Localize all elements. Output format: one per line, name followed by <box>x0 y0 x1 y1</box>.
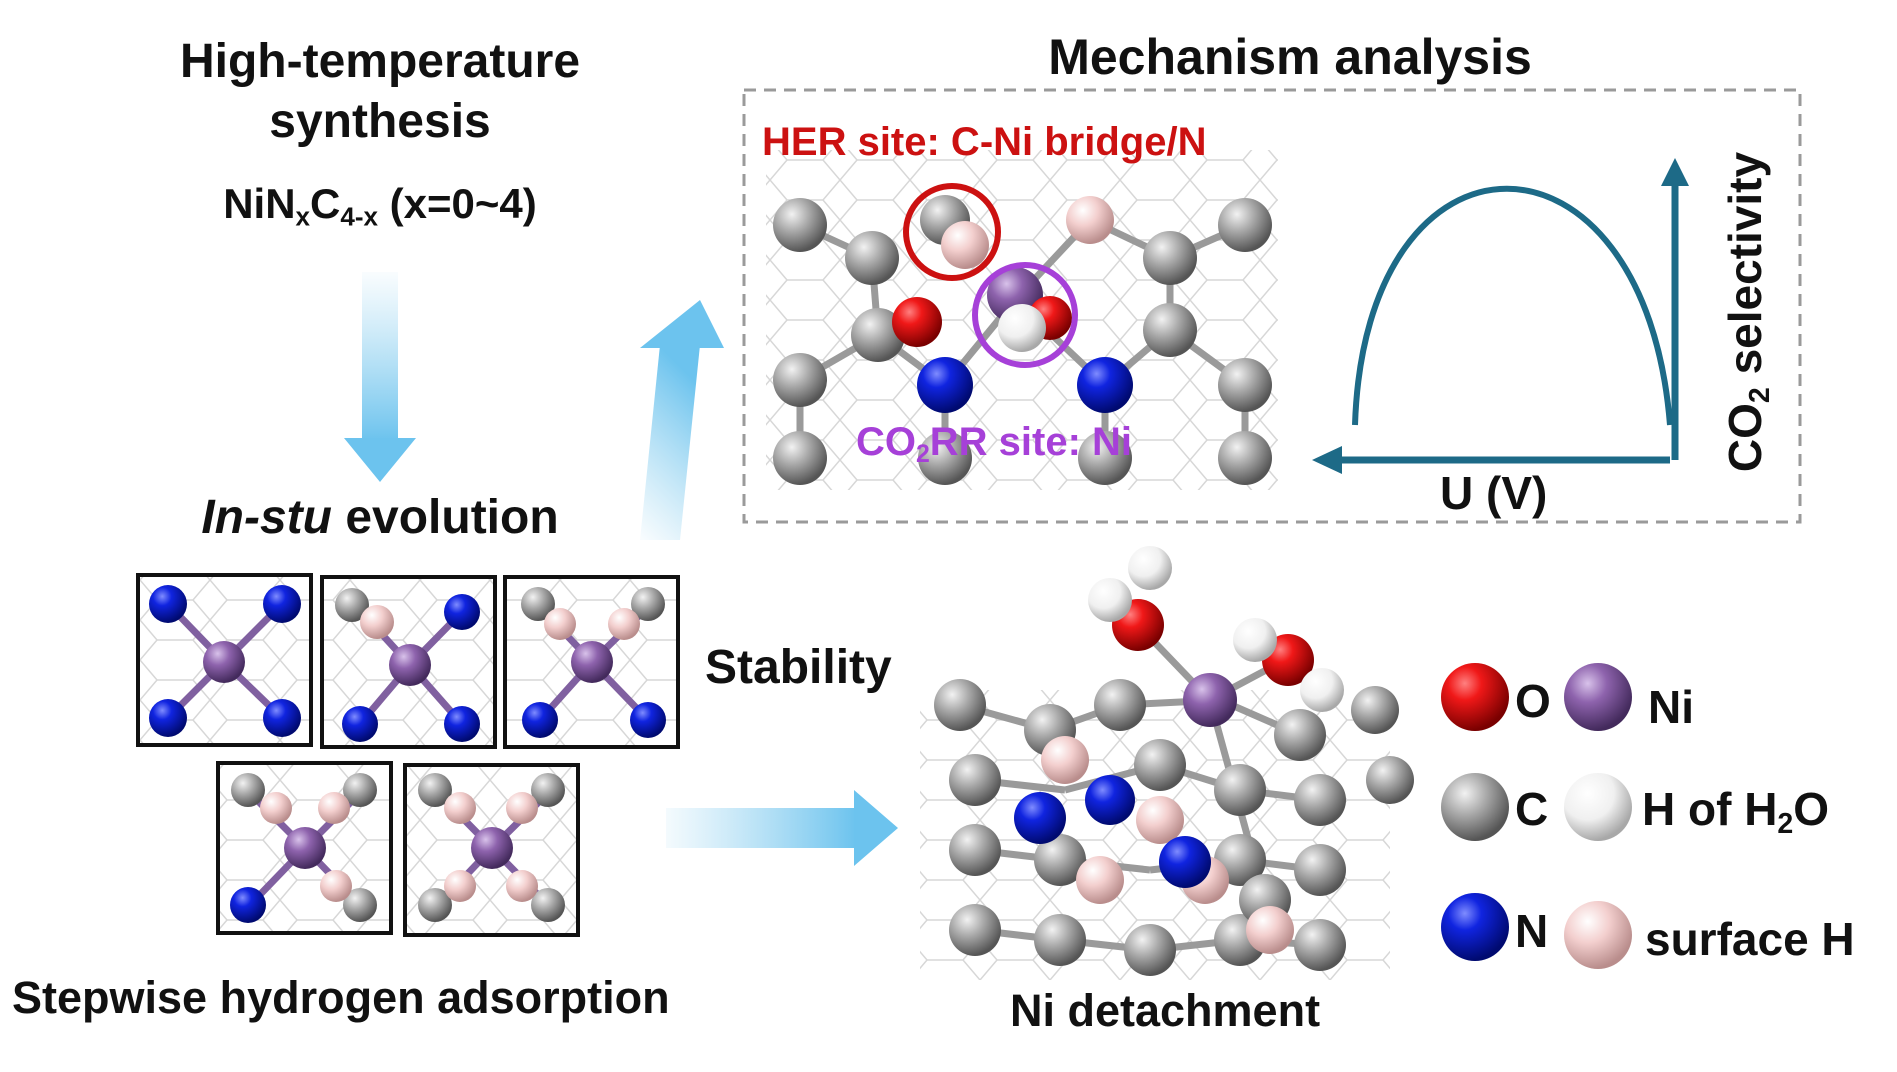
legend-h2o-swatch <box>1564 773 1632 841</box>
her-site-label: HER site: C-Ni bridge/N <box>762 120 1207 164</box>
y-axis-sub: 2 <box>1743 387 1776 404</box>
evolution-italic: In-stu <box>201 491 332 544</box>
legend-c-swatch <box>1441 773 1509 841</box>
mechanism-box <box>742 88 1802 524</box>
evolution-panel-4 <box>216 761 393 935</box>
legend-ni-swatch <box>1564 663 1632 731</box>
formula-range: (x=0~4) <box>378 180 537 227</box>
co2rr-part: RR site: Ni <box>929 420 1133 464</box>
legend-surface-h-label: surface H <box>1645 913 1855 965</box>
co2rr-site-label: CO2RR site: Ni <box>856 420 1133 468</box>
synthesis-line2: synthesis <box>269 95 491 148</box>
selectivity-plot <box>1312 158 1689 474</box>
synthesis-label: High-temperature synthesis <box>110 32 650 152</box>
stability-label: Stability <box>705 641 892 694</box>
legend-surface-h-swatch <box>1564 901 1632 969</box>
detachment-caption: Ni detachment <box>1010 985 1321 1036</box>
legend-n-swatch <box>1441 893 1509 961</box>
synthesis-line1: High-temperature <box>179 35 581 88</box>
co2rr-site-marker <box>972 262 1078 368</box>
formula-sub-x: x <box>295 201 311 232</box>
adsorption-to-stability-arrow <box>666 790 898 866</box>
legend-c-label: C <box>1515 783 1549 835</box>
evolution-panel-1 <box>136 573 313 747</box>
synthesis-to-evolution-arrow <box>344 272 416 482</box>
formula-sub-4x: 4-x <box>340 201 378 232</box>
legend-n-label: N <box>1515 905 1549 957</box>
y-axis-part: selectivity <box>1719 151 1771 388</box>
evolution-label: In-stu evolution <box>110 490 650 545</box>
co2rr-part: CO <box>856 420 916 464</box>
detachment-structure <box>920 546 1414 980</box>
formula-part: NiN <box>223 180 296 227</box>
legend-h2o-part: H of H <box>1642 783 1778 835</box>
legend-h2o-label: H of H2O <box>1642 782 1830 838</box>
adsorption-caption: Stepwise hydrogen adsorption <box>12 972 670 1023</box>
legend-o-label: O <box>1515 675 1551 727</box>
formula-part: C <box>310 180 341 227</box>
evolution-rest: evolution <box>331 491 559 544</box>
y-axis-part: CO <box>1719 403 1771 473</box>
legend-ni-label: Ni <box>1648 681 1694 733</box>
mechanism-title: Mechanism analysis <box>1048 29 1532 85</box>
legend-o-swatch <box>1441 663 1509 731</box>
evolution-panel-3 <box>503 575 680 749</box>
evolution-panel-5 <box>403 763 580 937</box>
legend-h2o-sub: 2 <box>1777 807 1794 840</box>
legend-h2o-part: O <box>1793 783 1830 835</box>
her-site-marker <box>903 183 1001 281</box>
mechanism-structure <box>766 150 1278 490</box>
evolution-to-mechanism-arrow <box>640 300 724 540</box>
synthesis-formula: NiNxC4-x (x=0~4) <box>110 180 650 232</box>
y-axis-label: CO2 selectivity <box>1718 151 1776 473</box>
x-axis-label: U (V) <box>1440 467 1548 519</box>
co2rr-sub: 2 <box>916 440 930 468</box>
evolution-panel-2 <box>320 575 497 749</box>
